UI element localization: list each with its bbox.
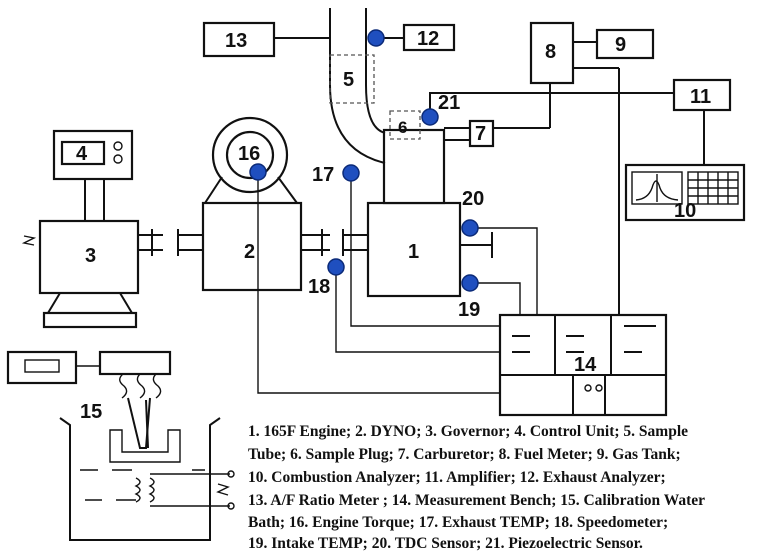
label-12: 12 [417, 28, 439, 50]
label-4: 4 [76, 143, 88, 165]
legend-line: 13. A/F Ratio Meter ; 14. Measurement Be… [248, 492, 705, 509]
coupling-governor-dyno [177, 229, 203, 256]
label-1: 1 [408, 241, 419, 263]
sample-plug [389, 110, 421, 140]
label-3: 3 [85, 245, 96, 267]
fuel-meter [493, 21, 620, 315]
speedometer-sensor [327, 258, 345, 276]
label-21: 21 [438, 92, 460, 114]
exhaust-temp-sensor [342, 164, 360, 182]
legend-line: Tube; 6. Sample Plug; 7. Carburetor; 8. … [248, 446, 681, 463]
legend: 1. 165F Engine; 2. DYNO; 3. Governor; 4.… [248, 423, 705, 551]
sample-tube [329, 8, 386, 164]
label-6: 6 [398, 118, 407, 137]
engine [366, 128, 493, 298]
label-14: 14 [574, 354, 597, 376]
label-8: 8 [545, 41, 556, 63]
control-unit [52, 129, 134, 181]
af-ratio-meter [202, 21, 330, 58]
governor [21, 219, 163, 329]
coupling-dyno-engine [301, 229, 368, 256]
label-20: 20 [462, 188, 484, 210]
label-17: 17 [312, 164, 334, 186]
label-9: 9 [615, 34, 626, 56]
label-7: 7 [475, 123, 486, 145]
label-16: 16 [238, 143, 260, 165]
label-13: 13 [225, 30, 247, 52]
label-2: 2 [244, 241, 255, 263]
label-10: 10 [674, 200, 696, 222]
exhaust-analyzer [376, 23, 456, 52]
signal-wires [257, 172, 538, 394]
calibration-water-bath [6, 350, 235, 541]
carburetor [444, 119, 495, 148]
piezoelectric-sensor [421, 108, 439, 126]
label-5: 5 [343, 69, 354, 91]
label-15: 15 [80, 401, 102, 423]
amplifier [429, 78, 732, 165]
measurement-bench [498, 313, 668, 417]
combustion-analyzer [624, 163, 746, 222]
legend-line: 1. 165F Engine; 2. DYNO; 3. Governor; 4.… [248, 423, 688, 440]
dyno [201, 116, 303, 292]
gas-tank [595, 28, 655, 60]
legend-line: 10. Combustion Analyzer; 11. Amplifier; … [248, 469, 666, 486]
engine-torque-sensor [249, 163, 267, 181]
tdc-sensor [461, 219, 479, 237]
legend-line: Bath; 16. Engine Torque; 17. Exhaust TEM… [248, 514, 668, 531]
control-unit-stand [84, 179, 105, 221]
label-19: 19 [458, 299, 480, 321]
exhaust-analyzer-probe-sensor [367, 29, 385, 47]
label-18: 18 [308, 276, 330, 298]
intake-temp-sensor [461, 274, 479, 292]
legend-line: 19. Intake TEMP; 20. TDC Sensor; 21. Pie… [248, 535, 643, 551]
label-11: 11 [690, 86, 711, 108]
